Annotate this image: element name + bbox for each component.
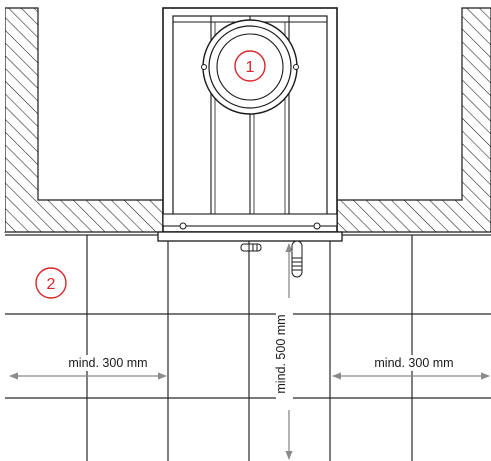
front-clearance-label: mind. 500 mm xyxy=(274,314,288,393)
marker-floor: 2 xyxy=(35,267,67,299)
left-clearance-label: mind. 300 mm xyxy=(68,356,147,370)
marker-unit-number: 1 xyxy=(246,59,255,76)
floor-tile-grid xyxy=(5,234,491,461)
marker-floor-number: 2 xyxy=(47,276,56,293)
wall-niche xyxy=(4,7,491,233)
appliance-unit xyxy=(162,7,338,233)
marker-unit: 1 xyxy=(234,50,266,82)
drain-hose-icon xyxy=(291,240,303,278)
wall-hatching xyxy=(4,7,164,233)
right-clearance-label: mind. 300 mm xyxy=(374,356,453,370)
water-connector-icon xyxy=(240,243,262,252)
wall-hatching-right xyxy=(336,7,491,233)
appliance-base xyxy=(157,231,343,242)
